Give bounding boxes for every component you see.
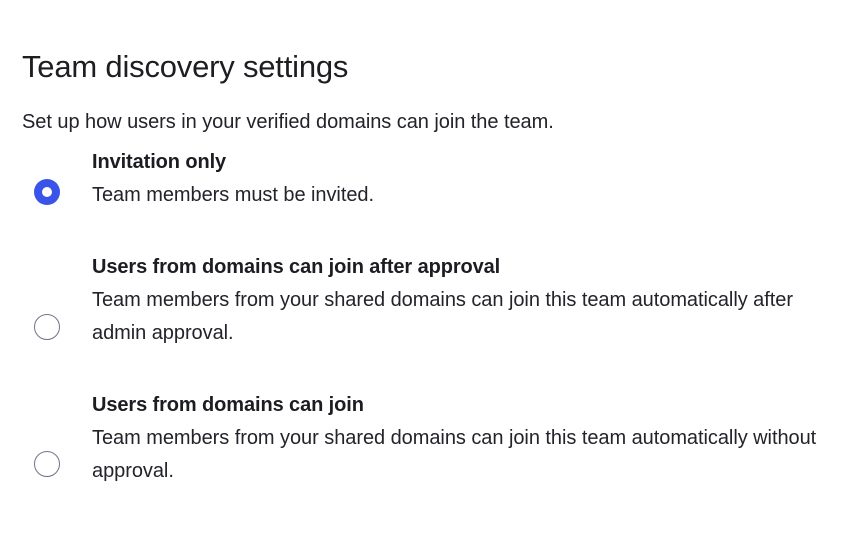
page-title: Team discovery settings (22, 48, 349, 84)
radio-cell (0, 148, 92, 205)
option-text: Users from domains can join after approv… (92, 253, 866, 350)
radio-option-join-without-approval[interactable]: Users from domains can join Team members… (0, 391, 866, 488)
option-text: Invitation only Team members must be inv… (92, 148, 866, 212)
option-text: Users from domains can join Team members… (92, 391, 866, 488)
radio-cell (0, 253, 92, 340)
option-description: Team members must be invited. (92, 184, 374, 206)
option-label: Users from domains can join after approv… (92, 256, 501, 278)
option-label: Users from domains can join (92, 394, 364, 416)
page-subtitle: Set up how users in your verified domain… (22, 111, 554, 133)
radio-unchecked-icon[interactable] (34, 451, 60, 477)
team-discovery-radio-group: Invitation only Team members must be inv… (0, 148, 866, 488)
radio-option-invitation-only[interactable]: Invitation only Team members must be inv… (0, 148, 866, 212)
radio-unchecked-icon[interactable] (34, 314, 60, 340)
radio-cell (0, 391, 92, 477)
radio-option-join-after-approval[interactable]: Users from domains can join after approv… (0, 253, 866, 350)
option-label: Invitation only (92, 151, 227, 173)
option-description: Team members from your shared domains ca… (92, 289, 793, 344)
radio-checked-icon[interactable] (34, 179, 60, 205)
option-description: Team members from your shared domains ca… (92, 427, 817, 482)
radio-inner-dot (42, 187, 52, 197)
